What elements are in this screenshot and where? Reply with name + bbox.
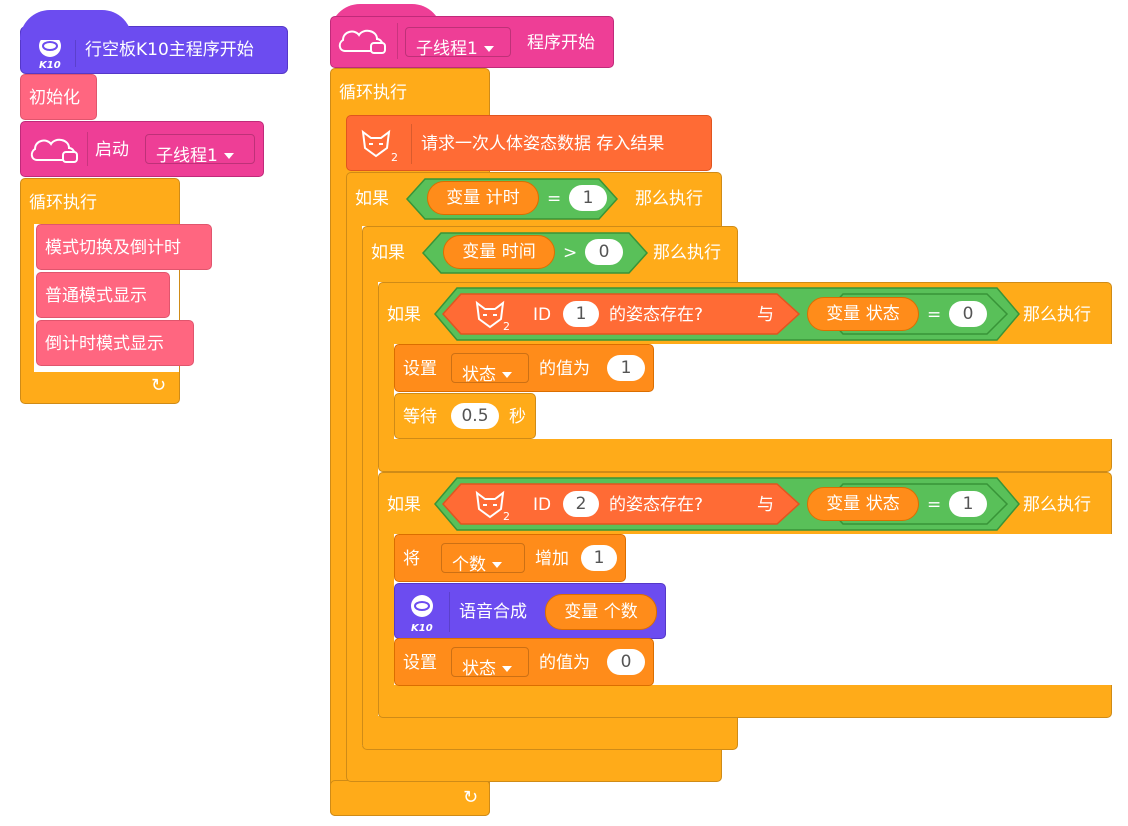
value-input-1[interactable]: 1 [569,185,607,211]
variable-dropdown-2[interactable]: 状态 [451,647,529,679]
state-value-input-1[interactable]: 0 [949,301,987,327]
thread-hat-block[interactable]: 子线程1 程序开始 [330,16,614,68]
change-variable-block[interactable]: 将 个数 增加 1 [394,534,626,582]
var-state-reporter[interactable]: 变量 状态 [807,487,919,521]
k10-icon [35,33,65,69]
wait-seconds-input[interactable]: 0.5 [451,403,499,429]
chevron-down-icon [492,562,502,568]
var-count-reporter[interactable]: 变量 个数 [545,594,657,630]
request-pose-data-block[interactable]: 2 请求一次人体姿态数据 存入结果 [346,115,712,171]
variable-dropdown-count[interactable]: 个数 [441,543,525,575]
loop-arrow-icon: ↻ [151,375,167,396]
pose-id-input-1[interactable]: 1 [563,301,599,327]
var-time-reporter[interactable]: 变量 时间 [443,235,555,269]
loop-bottom-arm: ↻ [330,780,490,816]
thread-icon [337,25,389,57]
call-normal-display[interactable]: 普通模式显示 [36,272,170,318]
state-value-input-2[interactable]: 1 [949,491,987,517]
set-variable-block-2[interactable]: 设置 状态 的值为 0 [394,638,654,686]
wait-block[interactable]: 等待 0.5 秒 [394,393,536,439]
k10-badge: K10 [39,60,61,71]
set-value-input-1[interactable]: 1 [607,355,645,381]
thread-icon [29,134,81,166]
chevron-down-icon [483,46,494,52]
k10-icon [407,592,437,622]
call-countdown-display[interactable]: 倒计时模式显示 [36,320,194,366]
var-state-reporter[interactable]: 变量 状态 [807,297,919,331]
fox-icon [473,297,507,331]
speech-synth-block[interactable]: K10 语音合成 变量 个数 [394,583,666,639]
var-timer-reporter[interactable]: 变量 计时 [427,181,539,215]
chevron-down-icon [223,153,234,159]
loop-arrow-icon: ↻ [463,787,479,808]
pose-id-input-2[interactable]: 2 [563,491,599,517]
k10-main-hat-block[interactable]: K10 行空板K10主程序开始 [20,26,288,74]
chevron-down-icon [502,372,512,378]
call-mode-switch[interactable]: 模式切换及倒计时 [36,224,212,270]
start-thread-block[interactable]: 启动 子线程1 [20,121,264,177]
fox-icon [359,126,393,160]
fox-icon [473,487,507,521]
variable-dropdown-1[interactable]: 状态 [451,353,529,385]
init-call-block[interactable]: 初始化 [20,74,97,120]
set-value-input-2[interactable]: 0 [607,649,645,675]
chevron-down-icon [502,666,512,672]
thread-dropdown[interactable]: 子线程1 [145,134,255,166]
hat-dome [20,10,132,40]
set-variable-block-1[interactable]: 设置 状态 的值为 1 [394,344,654,392]
thread-select-dropdown[interactable]: 子线程1 [405,27,511,59]
change-amount-input[interactable]: 1 [581,545,617,571]
hat-title: 行空板K10主程序开始 [85,40,254,60]
value-input-2[interactable]: 0 [585,239,623,265]
